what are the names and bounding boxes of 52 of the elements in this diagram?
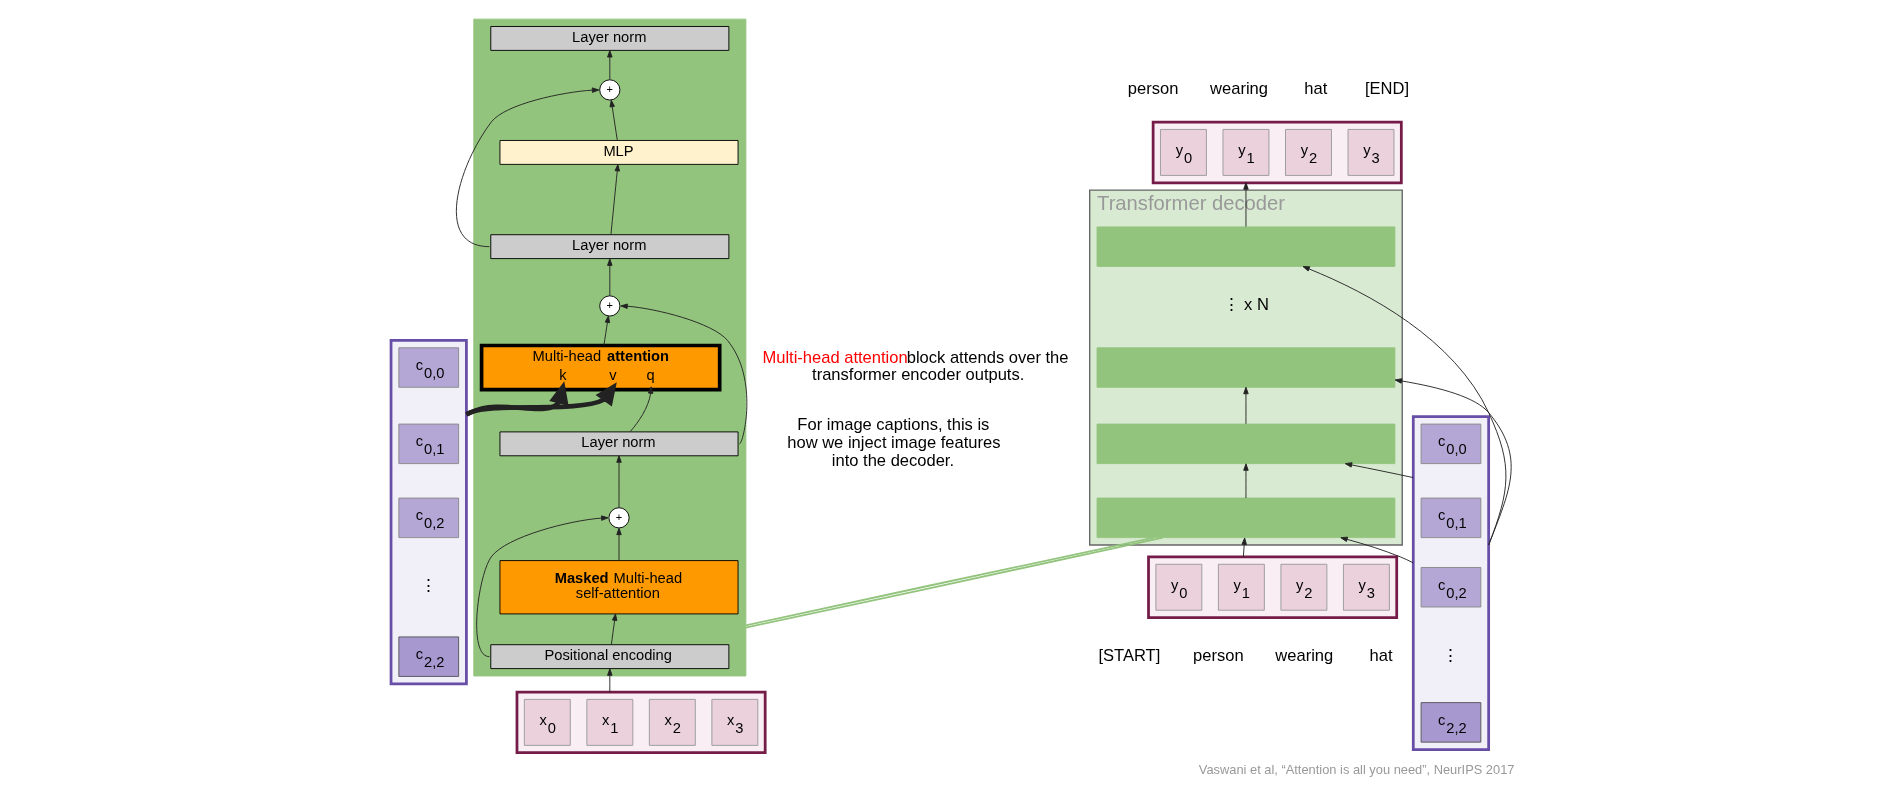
cluster	[1411, 415, 1491, 751]
arrow	[603, 315, 611, 346]
node-label: [START]	[1098, 645, 1161, 665]
node-label: person	[1193, 645, 1244, 665]
arrow	[1302, 266, 1507, 546]
arrow	[616, 527, 622, 561]
arrow	[1394, 378, 1512, 546]
node-box: Layer norm	[490, 26, 730, 51]
arrow	[465, 381, 569, 417]
node-circle: +	[599, 79, 621, 101]
arrow	[610, 164, 620, 235]
arrow	[476, 515, 609, 658]
arrow	[607, 258, 613, 297]
node-bar	[1096, 347, 1396, 388]
arrow	[620, 303, 748, 445]
caption: Vaswani et al, “Attention is all you need”, NeurIPS 2017	[1198, 762, 1515, 778]
cluster	[1151, 120, 1403, 185]
node-circle: +	[599, 295, 621, 317]
node-label: hat	[1369, 645, 1393, 665]
node-box: Layer norm	[499, 431, 739, 457]
arrow	[607, 668, 613, 693]
arrow	[1241, 537, 1247, 558]
arrow	[607, 50, 613, 80]
arrow	[1344, 462, 1414, 479]
node-label: person	[1127, 78, 1179, 98]
node-box: Layer norm	[490, 234, 730, 260]
cluster	[515, 690, 767, 755]
node-label: wearing	[1210, 78, 1269, 98]
node-label: wearing	[1275, 645, 1334, 665]
node-bar	[1096, 226, 1396, 267]
node-bar	[1096, 497, 1396, 539]
node-circle: +	[608, 507, 630, 529]
arrow	[455, 87, 600, 248]
arrow	[465, 382, 617, 417]
arrow	[609, 99, 618, 141]
arrow	[1243, 386, 1249, 425]
arrow	[629, 386, 654, 432]
arrow	[616, 455, 622, 508]
node-box: Masked Multi-head self-attention	[499, 560, 739, 615]
cluster	[1147, 555, 1399, 619]
node-label: hat	[1304, 78, 1328, 98]
cluster	[389, 339, 468, 686]
node-bar	[1096, 423, 1396, 465]
node-box: MLP	[499, 140, 739, 165]
node-label: [END]	[1365, 78, 1410, 98]
label: ⋮	[419, 576, 437, 596]
arrow	[610, 613, 618, 646]
label: ⋮ x N	[1222, 295, 1269, 314]
label: For image captions, this is how we inject image features into the decoder.	[787, 414, 1001, 471]
arrow	[1243, 463, 1249, 499]
node-box: Positional encoding	[490, 644, 730, 670]
label: ⋮	[1442, 645, 1460, 665]
